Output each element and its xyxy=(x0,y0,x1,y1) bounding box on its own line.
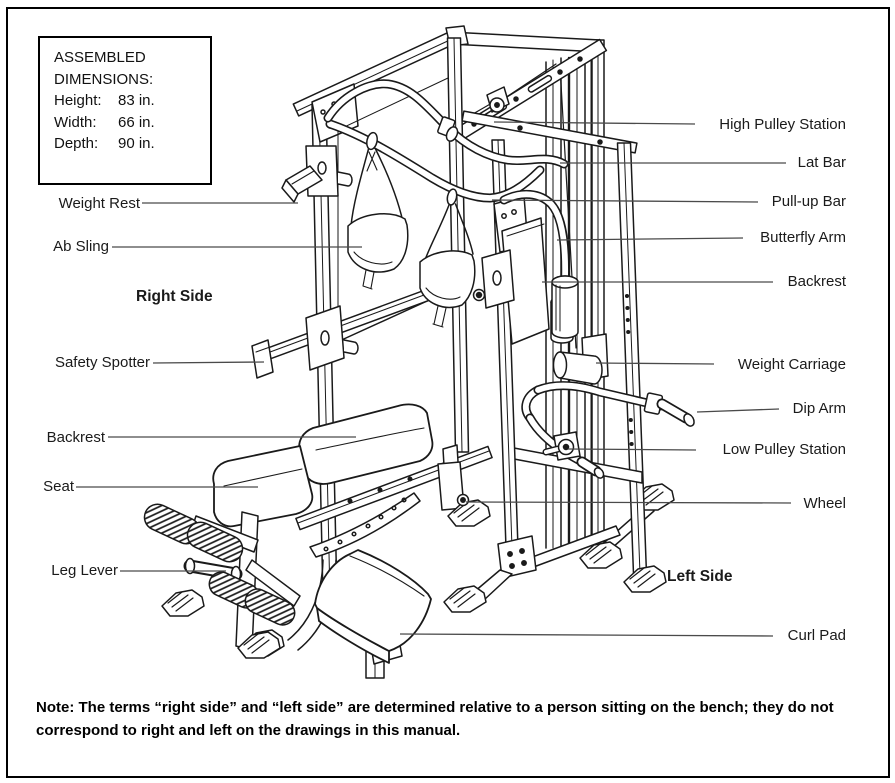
low-pulley-drawing xyxy=(542,431,581,461)
backrest-pad-drawing xyxy=(298,403,434,485)
dims-height-value: 83 in. xyxy=(118,92,155,109)
assembled-dimensions-box: ASSEMBLED DIMENSIONS: Height: 83 in. Wid… xyxy=(38,36,212,185)
heading-right-side: Right Side xyxy=(136,288,213,305)
dims-depth-value: 90 in. xyxy=(118,135,155,152)
ab-sling-left-drawing xyxy=(347,131,409,290)
label-dip-arm: Dip Arm xyxy=(792,400,846,417)
butterfly-arm-drawing xyxy=(499,189,579,339)
dims-row-width: Width: 66 in. xyxy=(54,112,210,134)
backrest-right-drawing xyxy=(472,217,550,345)
top-beams xyxy=(449,31,638,154)
label-curl-pad: Curl Pad xyxy=(787,627,846,644)
weight-rest-drawing xyxy=(281,145,353,203)
ab-sling-right-drawing xyxy=(419,188,476,328)
heading-left-side: Left Side xyxy=(667,568,733,585)
bench-arc-drawing xyxy=(309,492,421,558)
post-far-right xyxy=(616,142,648,575)
label-low-pulley-station: Low Pulley Station xyxy=(722,441,846,458)
label-backrest-left: Backrest xyxy=(46,429,105,446)
dims-title-line1: ASSEMBLED xyxy=(54,49,146,66)
page-border xyxy=(6,7,890,778)
note-text: Note: The terms “right side” and “left s… xyxy=(36,699,834,739)
label-butterfly-arm: Butterfly Arm xyxy=(760,229,846,246)
lat-bar-drawing xyxy=(323,79,569,169)
label-weight-rest: Weight Rest xyxy=(58,195,140,212)
seat-pad-drawing xyxy=(212,445,314,528)
high-pulley-drawing xyxy=(486,86,510,113)
label-lat-bar: Lat Bar xyxy=(797,154,846,171)
label-weight-carriage: Weight Carriage xyxy=(737,356,846,373)
curl-pad-drawing xyxy=(314,549,432,679)
label-wheel: Wheel xyxy=(803,495,846,512)
label-high-pulley-station: High Pulley Station xyxy=(719,116,846,133)
weight-carriage-drawing xyxy=(552,333,609,385)
dims-width-value: 66 in. xyxy=(118,113,155,131)
label-backrest-right: Backrest xyxy=(787,273,846,290)
dip-arm-drawing xyxy=(521,381,695,479)
safety-spotter-drawing xyxy=(251,280,455,379)
label-seat: Seat xyxy=(43,478,74,495)
dims-title-line2: DIMENSIONS: xyxy=(54,70,154,88)
label-ab-sling: Ab Sling xyxy=(53,238,109,255)
label-safety-spotter: Safety Spotter xyxy=(54,354,150,371)
dims-height-label: Height: xyxy=(54,92,102,109)
post-front-right xyxy=(491,139,537,579)
leg-lever-drawing xyxy=(143,503,301,651)
label-leg-lever: Leg Lever xyxy=(51,562,118,579)
dims-depth-label: Depth: xyxy=(54,135,99,152)
leader-lines xyxy=(76,121,792,637)
dims-width-label: Width: xyxy=(54,113,97,131)
label-pull-up-bar: Pull-up Bar xyxy=(771,193,846,210)
dims-row-depth: Depth: 90 in. xyxy=(54,133,210,155)
dims-row-height: Height: 83 in. xyxy=(54,90,210,112)
